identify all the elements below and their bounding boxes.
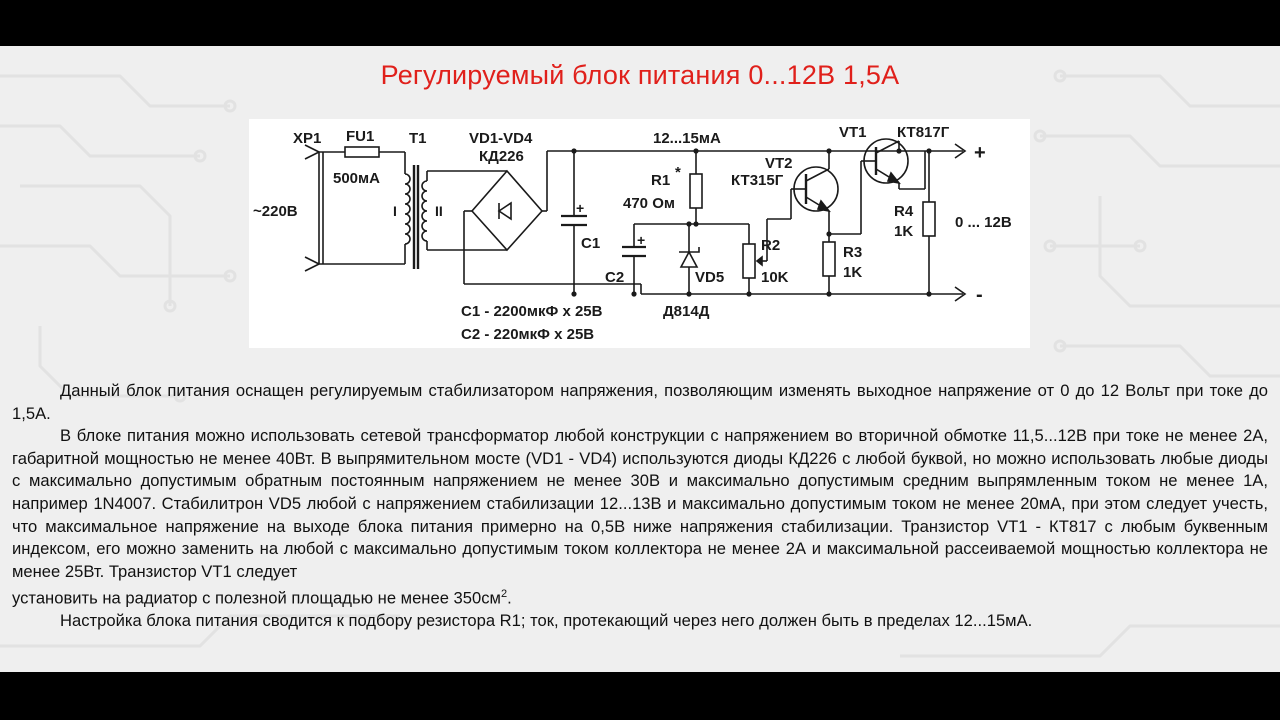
label-r4: R4: [894, 203, 914, 220]
label-c1-plus: +: [576, 200, 584, 216]
label-c2-note: C2 - 220мкФ х 25В: [461, 326, 594, 343]
description-paragraph-3: Настройка блока питания сводится к подбо…: [60, 611, 1033, 631]
label-vt1: VT1: [839, 124, 867, 141]
label-r1-mark: *: [675, 164, 681, 181]
fuse-fu1: [344, 146, 380, 158]
resistor-r4: [922, 201, 936, 237]
label-vt1-type: КТ817Г: [897, 124, 950, 141]
label-bridge-type: КД226: [479, 148, 524, 165]
label-t1: T1: [409, 130, 427, 147]
description-text: Данный блок питания оснащен регулируемым…: [12, 380, 1268, 633]
label-r1-value: 470 Ом: [623, 195, 675, 212]
label-vt2: VT2: [765, 155, 793, 172]
label-xp1: XP1: [293, 130, 321, 147]
label-fu1-value: 500мА: [333, 170, 380, 187]
label-output-voltage: 0 ... 12В: [955, 214, 1012, 231]
label-c1-note: C1 - 2200мкФ х 25В: [461, 303, 603, 320]
description-paragraph-2-tail: .: [507, 588, 512, 608]
description-paragraph-1: Данный блок питания оснащен регулируемым…: [12, 381, 1268, 423]
superscript-squared: 2: [500, 588, 508, 601]
page-title: Регулируемый блок питания 0...12В 1,5А: [380, 60, 900, 90]
label-r2: R2: [761, 237, 780, 254]
zener-vd5: [679, 250, 699, 268]
transformer-secondary: [421, 180, 428, 242]
label-r1: R1: [651, 172, 670, 189]
label-c1: C1: [581, 235, 600, 252]
description-paragraph-2-end: установить на радиатор с полезной площад…: [12, 583, 1268, 610]
diode-bridge: [470, 169, 544, 252]
label-vt2-type: КТ315Г: [731, 172, 784, 189]
label-mains-voltage: ~220В: [253, 203, 298, 220]
label-vd5: VD5: [695, 269, 724, 286]
circuit-schematic: XP1 FU1 500мА T1 I II ~220В VD1-VD4 КД22…: [253, 124, 1012, 343]
label-c2: C2: [605, 269, 624, 286]
plug-xp1: [304, 144, 320, 272]
label-r3: R3: [843, 244, 862, 261]
resistor-r1: [689, 173, 703, 209]
label-r3-value: 1K: [843, 264, 862, 281]
potentiometer-r2: [742, 243, 756, 279]
description-paragraph-2-end-text: установить на радиатор с полезной площад…: [12, 588, 501, 608]
label-bridge: VD1-VD4: [469, 130, 533, 147]
resistor-r3: [822, 241, 836, 277]
label-c2-plus: +: [637, 232, 645, 248]
schematic-panel: XP1 FU1 500мА T1 I II ~220В VD1-VD4 КД22…: [249, 119, 1030, 348]
label-output-plus: +: [974, 142, 986, 164]
slide: Регулируемый блок питания 0...12В 1,5А: [0, 46, 1280, 672]
label-winding-secondary: II: [435, 203, 443, 219]
transformer-primary: [404, 173, 411, 245]
label-vd5-type: Д814Д: [663, 303, 710, 320]
circuit-background-pattern: [0, 69, 1280, 658]
label-fu1: FU1: [346, 128, 374, 145]
label-winding-primary: I: [393, 203, 397, 219]
description-paragraph-2: В блоке питания можно использовать сетев…: [12, 426, 1268, 581]
label-r2-value: 10K: [761, 269, 789, 286]
label-output-minus: -: [976, 284, 983, 306]
label-r4-value: 1K: [894, 223, 913, 240]
label-current: 12...15мА: [653, 130, 721, 147]
